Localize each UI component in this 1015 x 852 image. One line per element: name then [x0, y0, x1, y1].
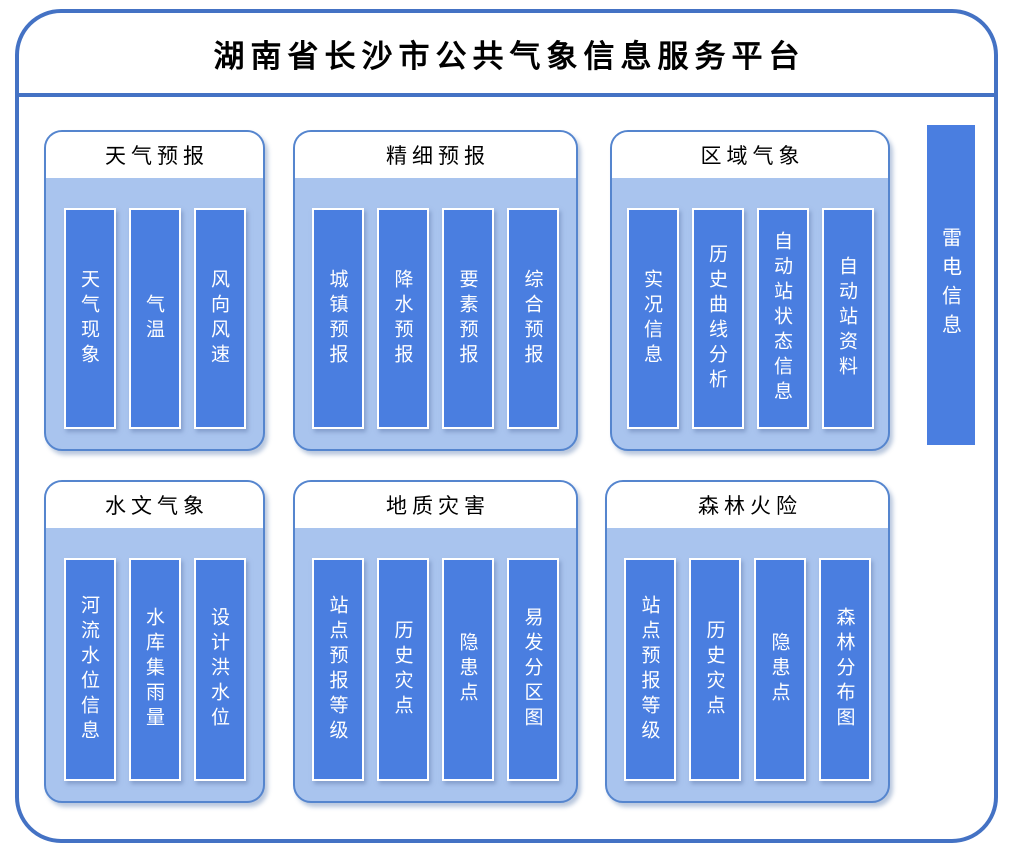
bar-item: 综合预报 [507, 208, 559, 429]
panel-title: 天气预报 [46, 132, 263, 178]
bar-item: 隐患点 [442, 558, 494, 781]
panel-geological-disaster: 地质灾害 站点预报等级 历史灾点 隐患点 易发分区图 [293, 480, 578, 803]
bar-item: 站点预报等级 [624, 558, 676, 781]
bar-item: 自动站状态信息 [756, 208, 809, 429]
bar-item: 城镇预报 [312, 208, 364, 429]
panel-title: 森林火险 [607, 482, 888, 528]
panel-weather-forecast: 天气预报 天气现象 气温 风向风速 [44, 130, 265, 451]
panel-body: 站点预报等级 历史灾点 隐患点 易发分区图 [295, 528, 576, 801]
bar-item: 气温 [128, 208, 181, 429]
bar-item: 水库集雨量 [128, 558, 181, 781]
bar-item: 历史灾点 [377, 558, 429, 781]
lightning-info-bar: 雷电信息 [927, 125, 975, 445]
bar-item: 要素预报 [442, 208, 494, 429]
bar-item: 风向风速 [193, 208, 246, 429]
panel-body: 站点预报等级 历史灾点 隐患点 森林分布图 [607, 528, 888, 801]
title-bar: 湖南省长沙市公共气象信息服务平台 [19, 13, 994, 97]
bar-item: 降水预报 [377, 208, 429, 429]
panel-title: 水文气象 [46, 482, 263, 528]
panel-title: 区域气象 [612, 132, 888, 178]
bar-item: 易发分区图 [507, 558, 559, 781]
bar-item: 实况信息 [626, 208, 679, 429]
bar-item: 隐患点 [754, 558, 806, 781]
panel-title: 精细预报 [295, 132, 576, 178]
bar-item: 站点预报等级 [312, 558, 364, 781]
panel-title: 地质灾害 [295, 482, 576, 528]
page-title: 湖南省长沙市公共气象信息服务平台 [213, 38, 806, 75]
bar-item: 天气现象 [63, 208, 116, 429]
bar-item: 自动站资料 [821, 208, 874, 429]
bar-item: 森林分布图 [819, 558, 871, 781]
bar-item: 河流水位信息 [63, 558, 116, 781]
bar-item: 设计洪水位 [193, 558, 246, 781]
panel-body: 实况信息 历史曲线分析 自动站状态信息 自动站资料 [612, 178, 888, 449]
panel-forest-fire-risk: 森林火险 站点预报等级 历史灾点 隐患点 森林分布图 [605, 480, 890, 803]
panel-body: 河流水位信息 水库集雨量 设计洪水位 [46, 528, 263, 801]
panel-body: 天气现象 气温 风向风速 [46, 178, 263, 449]
panel-body: 城镇预报 降水预报 要素预报 综合预报 [295, 178, 576, 449]
panel-regional-meteorology: 区域气象 实况信息 历史曲线分析 自动站状态信息 自动站资料 [610, 130, 890, 451]
panel-fine-forecast: 精细预报 城镇预报 降水预报 要素预报 综合预报 [293, 130, 578, 451]
panel-hydrological-meteorology: 水文气象 河流水位信息 水库集雨量 设计洪水位 [44, 480, 265, 803]
bar-item: 历史曲线分析 [691, 208, 744, 429]
bar-item: 历史灾点 [689, 558, 741, 781]
